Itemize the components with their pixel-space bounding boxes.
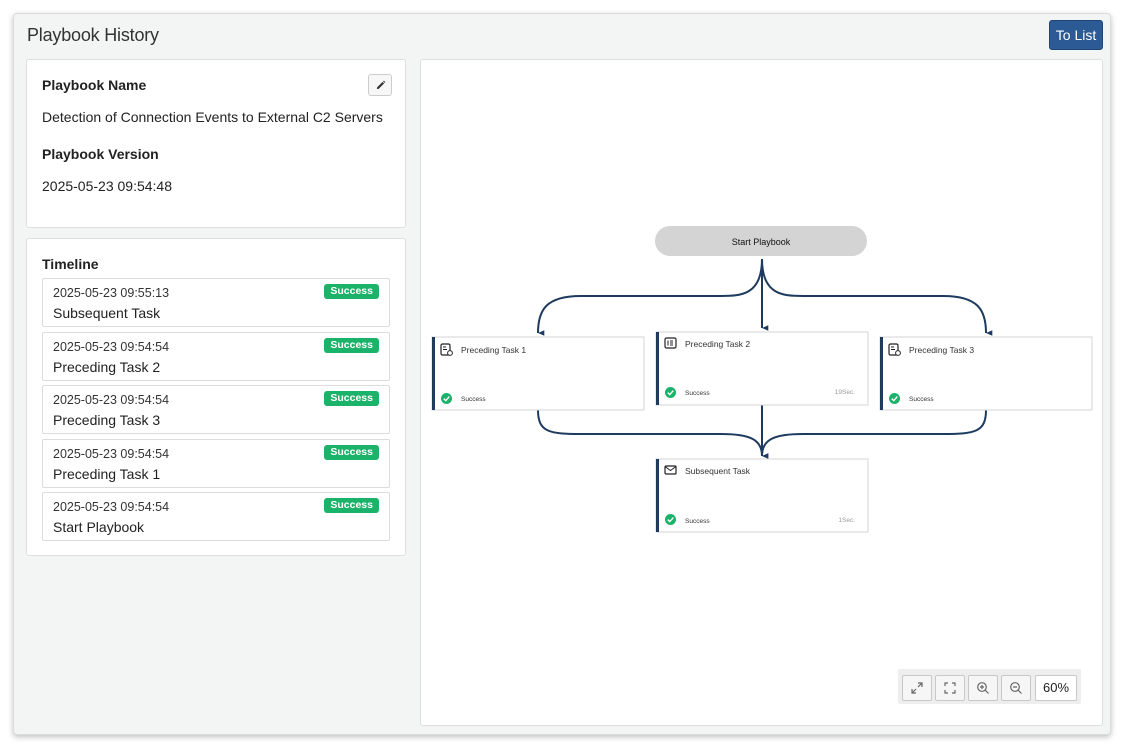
node-status: Success (461, 396, 486, 403)
flow-canvas[interactable]: Start Playbook Preceding Task 1 Success (420, 59, 1103, 726)
timeline-card: Timeline 2025-05-23 09:55:13 Subsequent … (26, 238, 406, 556)
zoom-out-button[interactable] (1001, 675, 1031, 701)
node-duration: 19Sec. (835, 389, 855, 396)
check-circle-icon (441, 393, 452, 404)
status-badge: Success (324, 284, 379, 299)
playbook-info-card: Playbook Name Detection of Connection Ev… (26, 59, 406, 228)
fit-view-button[interactable] (935, 675, 965, 701)
timeline-item[interactable]: 2025-05-23 09:54:54 Preceding Task 2 Suc… (42, 332, 390, 381)
node-status: Success (685, 518, 710, 525)
list-icon (664, 337, 677, 349)
timeline-item[interactable]: 2025-05-23 09:55:13 Subsequent Task Succ… (42, 278, 390, 327)
flow-node-preceding-task-2[interactable]: Preceding Task 2 Success 19Sec. (655, 331, 869, 406)
edge-start-task3 (761, 258, 993, 336)
script-icon (440, 343, 453, 356)
timeline-item-name: Subsequent Task (53, 305, 161, 321)
node-duration: 1Sec. (838, 517, 855, 524)
to-list-button[interactable]: To List (1049, 20, 1103, 50)
timeline-item-name: Start Playbook (53, 519, 145, 535)
node-status: Success (685, 390, 710, 397)
timeline-item[interactable]: 2025-05-23 09:54:54 Preceding Task 3 Suc… (42, 385, 390, 434)
timeline-item-time: 2025-05-23 09:54:54 (53, 393, 170, 407)
timeline-item[interactable]: 2025-05-23 09:54:54 Preceding Task 1 Suc… (42, 439, 390, 488)
page-title: Playbook History (27, 25, 159, 45)
zoom-in-button[interactable] (968, 675, 998, 701)
start-playbook-node[interactable]: Start Playbook (655, 226, 867, 256)
timeline-item[interactable]: 2025-05-23 09:54:54 Start Playbook Succe… (42, 492, 390, 541)
expand-button[interactable] (902, 675, 932, 701)
timeline-item-name: Preceding Task 1 (53, 466, 161, 482)
zoom-level: 60% (1035, 675, 1077, 701)
playbook-version-value: 2025-05-23 09:54:48 (42, 178, 172, 194)
playbook-version-label: Playbook Version (42, 146, 159, 162)
flow-node-preceding-task-3[interactable]: Preceding Task 3 Success (879, 336, 1093, 411)
check-circle-icon (665, 387, 676, 398)
timeline-item-name: Preceding Task 2 (53, 359, 161, 375)
script-icon (888, 343, 901, 356)
edit-button[interactable] (368, 74, 392, 96)
zoom-controls: 60% (898, 669, 1081, 704)
mail-icon (664, 465, 677, 475)
timeline-item-time: 2025-05-23 09:54:54 (53, 447, 170, 461)
flow-node-preceding-task-1[interactable]: Preceding Task 1 Success (431, 336, 645, 411)
node-title: Preceding Task 3 (909, 345, 974, 355)
status-badge: Success (324, 338, 379, 353)
pencil-icon (376, 80, 385, 89)
node-status: Success (909, 396, 934, 403)
timeline-item-time: 2025-05-23 09:55:13 (53, 286, 170, 300)
flow-node-subsequent-task[interactable]: Subsequent Task Success 1Sec. (655, 458, 869, 533)
timeline-item-time: 2025-05-23 09:54:54 (53, 500, 170, 514)
status-badge: Success (324, 391, 379, 406)
edge-task1-sub (537, 409, 769, 459)
node-title: Preceding Task 2 (685, 339, 750, 349)
playbook-history-window: Playbook History To List Playbook Name D… (13, 13, 1111, 735)
status-badge: Success (324, 445, 379, 460)
node-title: Subsequent Task (685, 466, 751, 476)
timeline-item-time: 2025-05-23 09:54:54 (53, 340, 170, 354)
start-node-label: Start Playbook (732, 237, 791, 247)
edge-start-task1 (537, 258, 763, 336)
expand-icon (911, 682, 923, 694)
playbook-name-label: Playbook Name (42, 77, 147, 93)
edge-task3-sub (761, 409, 987, 457)
timeline-title: Timeline (42, 256, 99, 272)
timeline-item-name: Preceding Task 3 (53, 412, 161, 428)
check-circle-icon (665, 514, 676, 525)
check-circle-icon (889, 393, 900, 404)
playbook-name-value: Detection of Connection Events to Extern… (42, 109, 383, 125)
flow-diagram: Start Playbook Preceding Task 1 Success (431, 226, 1093, 533)
fullscreen-icon (944, 682, 956, 694)
node-title: Preceding Task 1 (461, 345, 526, 355)
zoom-in-icon (977, 682, 989, 694)
zoom-out-icon (1010, 682, 1022, 694)
status-badge: Success (324, 498, 379, 513)
